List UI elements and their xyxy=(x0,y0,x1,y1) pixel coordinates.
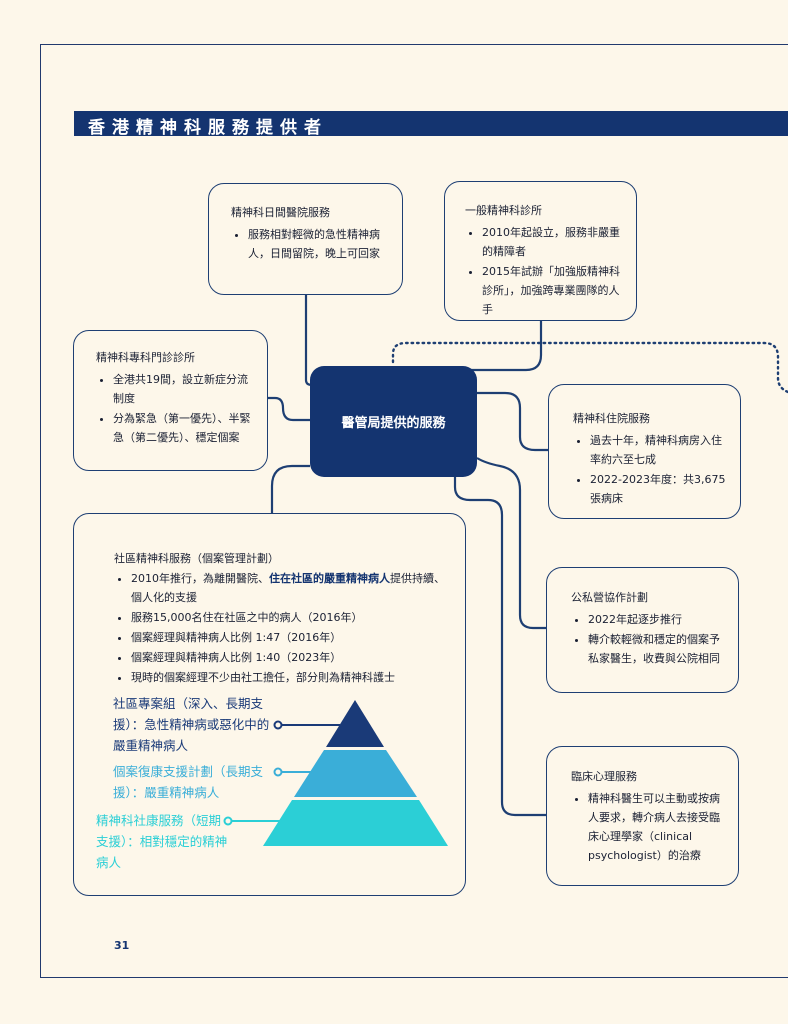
specialist-clinic-box: 精神科專科門診診所 全港共19間，設立新症分流制度 分為緊急（第一優先）、半緊急… xyxy=(73,330,268,471)
community-item: 個案經理與精神病人比例 1:40（2023年） xyxy=(131,648,449,667)
pyramid-connector-dot xyxy=(273,720,283,730)
pyramid-tier-bottom xyxy=(263,800,448,846)
pyramid-connector-dot xyxy=(223,816,233,826)
clinical-psych-item: 精神科醫生可以主動或按病人要求，轉介病人去接受臨床心理學家（clinical p… xyxy=(588,789,726,865)
community-item-highlight: 住在社區的嚴重精神病人 xyxy=(269,572,390,585)
day-hospital-title: 精神科日間醫院服務 xyxy=(231,206,330,219)
inpatient-item: 過去十年，精神科病房入住率約六至七成 xyxy=(590,431,728,469)
page-number: 31 xyxy=(114,939,130,952)
line-specialist xyxy=(267,396,312,422)
specialist-clinic-item: 分為緊急（第一優先）、半緊急（第二優先）、穩定個案 xyxy=(113,409,253,447)
pyramid-label-top: 社區專案組（深入、長期支援）：急性精神病或惡化中的嚴重精神病人 xyxy=(113,696,270,753)
title-bar: 香港精神科服務提供者 xyxy=(74,111,788,138)
community-item-text: 提供持續、個人化的支援 xyxy=(131,572,445,604)
center-label: 醫管局提供的服務 xyxy=(341,416,446,431)
pyramid-tier-top xyxy=(326,700,384,747)
community-item: 服務15,000名住在社區之中的病人（2016年） xyxy=(131,608,449,627)
page-title: 香港精神科服務提供者 xyxy=(88,118,328,138)
pyramid-label-middle: 個案復康支援計劃（長期支援）：嚴重精神病人 xyxy=(113,764,264,800)
ppp-title: 公私營協作計劃 xyxy=(571,591,648,604)
ppp-box: 公私營協作計劃 2022年起逐步推行 轉介較輕微和穩定的個案予私家醫生，收費與公… xyxy=(546,567,739,693)
inpatient-box: 精神科住院服務 過去十年，精神科病房入住率約六至七成 2022-2023年度：共… xyxy=(548,384,741,519)
community-item-text: 2010年推行，為離開醫院、 xyxy=(131,572,269,585)
community-item: 2010年推行，為離開醫院、住在社區的嚴重精神病人提供持續、個人化的支援 xyxy=(131,569,449,607)
pyramid-tier-middle xyxy=(294,750,417,797)
line-ppp xyxy=(476,457,546,630)
general-clinic-item: 2015年試辦「加強版精神科診所」，加強跨專業團隊的人手 xyxy=(482,262,622,319)
pyramid-label-bottom: 精神科社康服務（短期支援）：相對穩定的精神病人 xyxy=(96,813,228,870)
line-general-clinic xyxy=(470,320,543,372)
day-hospital-item: 服務相對輕微的急性精神病人，日間留院，晚上可回家 xyxy=(248,225,388,263)
specialist-clinic-item: 全港共19間，設立新症分流制度 xyxy=(113,370,253,408)
day-hospital-box: 精神科日間醫院服務 服務相對輕微的急性精神病人，日間留院，晚上可回家 xyxy=(208,183,403,295)
specialist-clinic-title: 精神科專科門診診所 xyxy=(96,351,195,364)
ppp-item: 轉介較輕微和穩定的個案予私家醫生，收費與公院相同 xyxy=(588,630,726,668)
ppp-item: 2022年起逐步推行 xyxy=(588,610,726,629)
general-clinic-item: 2010年起設立，服務非嚴重的精障者 xyxy=(482,223,622,261)
pyramid-connector-dot xyxy=(273,767,283,777)
clinical-psych-box: 臨床心理服務 精神科醫生可以主動或按病人要求，轉介病人去接受臨床心理學家（cli… xyxy=(546,746,739,886)
clinical-psych-title: 臨床心理服務 xyxy=(571,770,637,783)
line-community xyxy=(270,464,310,514)
center-node: 醫管局提供的服務 xyxy=(310,366,477,477)
community-title: 社區精神科服務（個案管理計劃） xyxy=(114,552,279,565)
line-inpatient xyxy=(477,391,548,452)
line-clinical xyxy=(453,477,546,817)
community-item: 現時的個案經理不少由社工擔任，部分則為精神科護士 xyxy=(131,668,449,687)
inpatient-item: 2022-2023年度：共3,675張病床 xyxy=(590,470,728,508)
page-frame xyxy=(40,44,788,978)
dotted-connector xyxy=(391,341,788,394)
inpatient-title: 精神科住院服務 xyxy=(573,412,650,425)
general-clinic-box: 一般精神科診所 2010年起設立，服務非嚴重的精障者 2015年試辦「加強版精神… xyxy=(444,181,637,321)
community-item: 個案經理與精神病人比例 1:47（2016年） xyxy=(131,628,449,647)
community-box: 社區精神科服務（個案管理計劃） 2010年推行，為離開醫院、住在社區的嚴重精神病… xyxy=(73,513,466,896)
general-clinic-title: 一般精神科診所 xyxy=(465,204,542,217)
